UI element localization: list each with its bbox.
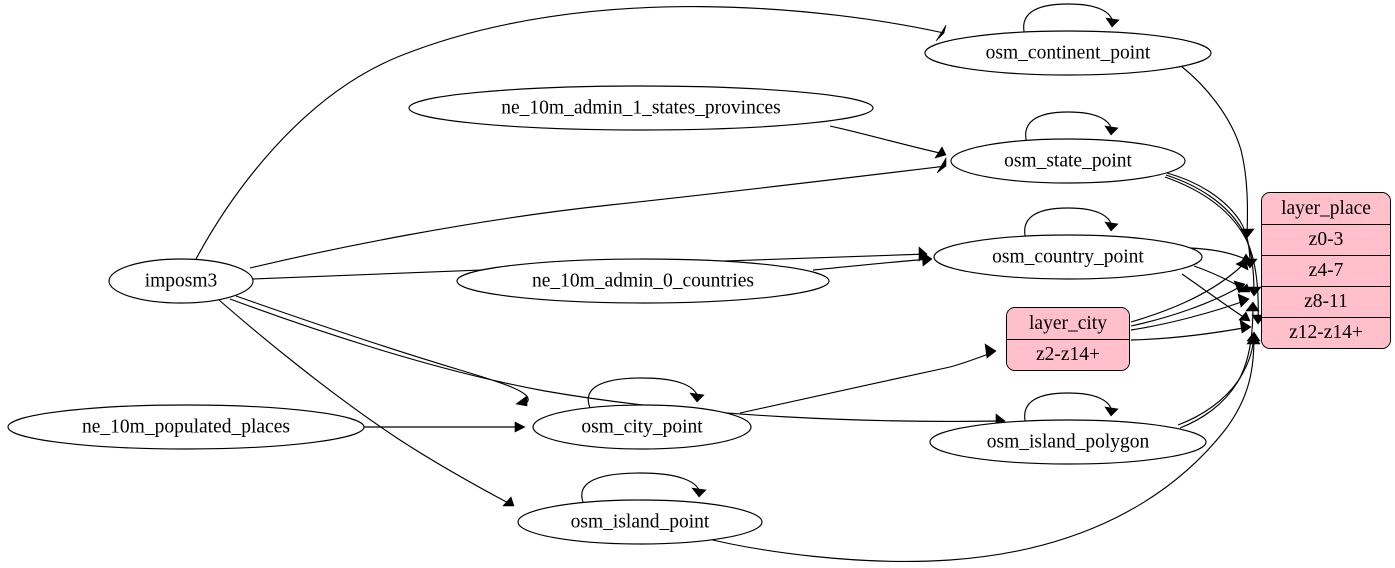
edge-self-loop-osm-country-point (1024, 207, 1119, 241)
node-osm-state-point[interactable]: osm_state_point (950, 138, 1186, 184)
node-label-ne-states: ne_10m_admin_1_states_provinces (501, 97, 780, 118)
table-header-layer-city: layer_city (1007, 308, 1129, 339)
edge-imposm3-to-osm-city-point (235, 295, 529, 407)
node-ne-10m-populated-places[interactable]: ne_10m_populated_places (7, 404, 365, 450)
node-label-osm-city-point: osm_city_point (581, 416, 703, 437)
edge-self-loop-osm-state-point (1025, 111, 1119, 145)
edge-osm-continent-point-to-layer-place-z0-3 (1180, 65, 1255, 239)
edge-ne-places-to-osm-city-point (364, 421, 526, 433)
edge-imposm3-to-osm-island-point (218, 299, 515, 507)
table-node-layer-place[interactable]: layer_place z0-3 z4-7 z8-11 z12-z14+ (1261, 192, 1391, 349)
table-row-layer-place-z12-z14[interactable]: z12-z14+ (1262, 317, 1390, 348)
node-ne-10m-admin-1-states-provinces[interactable]: ne_10m_admin_1_states_provinces (408, 85, 874, 131)
edge-self-loop-osm-continent-point (1023, 3, 1120, 37)
edge-self-loop-osm-city-point (587, 377, 705, 413)
table-node-layer-city[interactable]: layer_city z2-z14+ (1006, 307, 1130, 371)
node-osm-island-point[interactable]: osm_island_point (517, 499, 763, 545)
edge-osm-island-point-to-layer-place-z12-z14 (699, 334, 1261, 562)
node-label-osm-country-point: osm_country_point (992, 246, 1144, 267)
table-row-layer-place-z0-3[interactable]: z0-3 (1262, 224, 1390, 255)
table-row-layer-city-z2-z14[interactable]: z2-z14+ (1007, 339, 1129, 370)
node-osm-country-point[interactable]: osm_country_point (933, 234, 1203, 280)
edge-layer (195, 3, 1266, 562)
edge-osm-island-polygon-to-layer-place-z12-z14 (1177, 331, 1261, 426)
edge-self-loop-osm-island-point (581, 472, 707, 508)
edge-layer-city-to-layer-place-z12-z14 (1130, 319, 1252, 341)
node-label-osm-island-polygon: osm_island_polygon (987, 431, 1150, 452)
table-row-layer-place-z8-11[interactable]: z8-11 (1262, 286, 1390, 317)
table-row-layer-place-z4-7[interactable]: z4-7 (1262, 255, 1390, 286)
node-osm-city-point[interactable]: osm_city_point (532, 404, 752, 450)
edge-layer-city-to-layer-place-z0-3 (1130, 258, 1249, 323)
node-label-osm-state-point: osm_state_point (1004, 150, 1132, 171)
edge-osm-country-point-to-layer-place-z12-z14 (1181, 273, 1251, 322)
edge-osm-city-point-to-layer-city (739, 343, 997, 414)
node-layer: imposm3 ne_10m_admin_1_states_provinces … (7, 30, 1212, 545)
node-label-osm-island-point: osm_island_point (571, 511, 710, 532)
node-label-imposm3: imposm3 (145, 270, 218, 291)
edge-layer-city-to-layer-place-z8-11 (1130, 293, 1250, 331)
edge-imposm3-to-osm-state-point (249, 156, 947, 269)
node-osm-continent-point[interactable]: osm_continent_point (924, 30, 1212, 76)
node-ne-10m-admin-0-countries[interactable]: ne_10m_admin_0_countries (456, 258, 830, 304)
edge-ne-states-to-osm-state-point (829, 125, 947, 159)
edge-osm-country-point-to-layer-place-z8-11 (1193, 265, 1251, 293)
node-label-ne-countries: ne_10m_admin_0_countries (532, 270, 754, 291)
table-header-layer-place: layer_place (1262, 193, 1390, 224)
edge-ne-countries-to-osm-country-point (812, 251, 933, 271)
edge-imposm3-to-osm-continent-point (195, 6, 947, 260)
node-label-osm-continent-point: osm_continent_point (986, 42, 1151, 63)
edge-layer-city-to-layer-place-z4-7 (1130, 280, 1246, 327)
node-label-ne-places: ne_10m_populated_places (82, 416, 290, 437)
edge-self-loop-osm-island-polygon (1024, 392, 1119, 426)
node-osm-island-polygon[interactable]: osm_island_polygon (929, 419, 1207, 465)
node-imposm3[interactable]: imposm3 (108, 258, 254, 304)
